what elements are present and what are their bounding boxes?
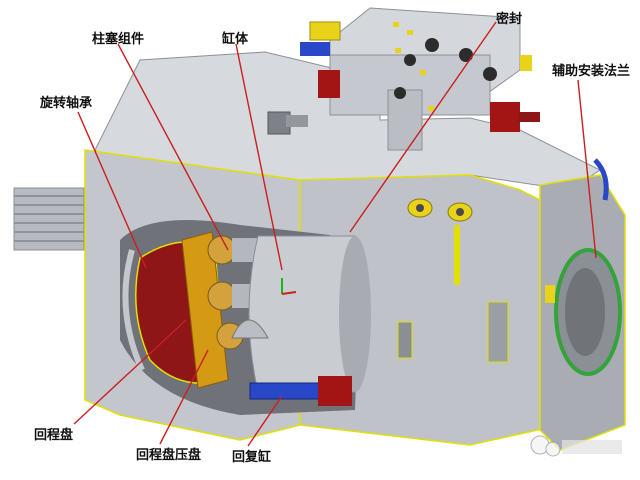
label-cylinder-block: 缸体 <box>222 32 249 47</box>
return-cylinder <box>249 376 352 406</box>
axis-marker <box>281 278 297 295</box>
return-plate-holder <box>181 231 229 389</box>
leader-return-plate-holder <box>159 349 209 445</box>
leader-plunger-assembly <box>117 43 229 251</box>
label-slewing-bearing: 旋转轴承 <box>40 96 93 111</box>
label-return-plate: 回程盘 <box>34 428 74 443</box>
bearing-arc <box>122 249 145 372</box>
label-seal: 密封 <box>496 12 523 27</box>
label-plunger-assembly: 柱塞组件 <box>92 32 145 47</box>
leader-slewing-bearing <box>77 111 147 269</box>
label-return-cylinder: 回复缸 <box>232 450 272 465</box>
leader-aux-flange <box>577 79 597 259</box>
leader-seal <box>349 21 497 233</box>
label-return-plate-holder: 回程盘压盘 <box>136 448 202 463</box>
control-valve-block <box>300 7 540 151</box>
yellow-ports <box>407 198 473 222</box>
bolt-fitting <box>267 111 308 135</box>
leader-return-cylinder <box>247 395 283 447</box>
leader-cylinder-block <box>235 43 283 271</box>
drive-shaft <box>13 187 85 251</box>
leader-lines <box>73 21 597 447</box>
label-aux-mounting-flange: 辅助安装法兰 <box>552 64 631 79</box>
watermark-logo <box>530 435 622 457</box>
leader-return-plate <box>73 319 187 425</box>
